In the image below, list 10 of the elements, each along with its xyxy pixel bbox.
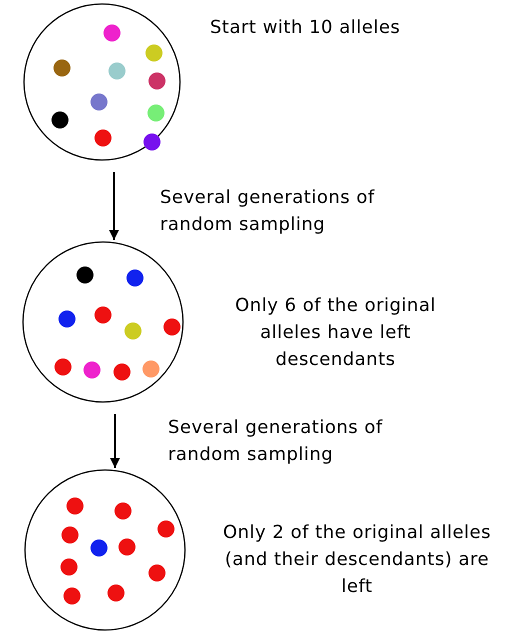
caption-text: Only 2 of the original alleles (and their descendants) are left — [222, 521, 492, 599]
population-circle — [22, 2, 182, 162]
arrow — [109, 172, 119, 240]
population-circle — [23, 468, 187, 632]
edge-label: Several generations of random sampling — [168, 416, 384, 467]
arrow — [110, 414, 120, 468]
edge-label: Several generations of random sampling — [160, 186, 376, 237]
population-circle — [21, 240, 185, 404]
caption-text: Start with 10 alleles — [210, 16, 402, 40]
caption-text: Only 6 of the original alleles have left descendants — [234, 294, 437, 372]
